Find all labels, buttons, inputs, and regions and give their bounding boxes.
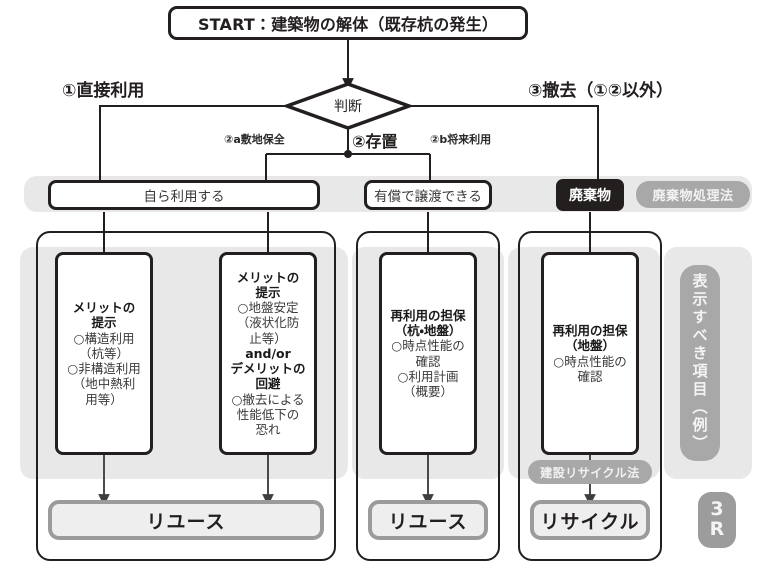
line: 提示 [91,315,117,331]
detail-box-merit-ground-text: メリットの 提示 ○地盤安定 （液状化防 止等） and/or デメリットの 回… [227,270,308,438]
badge-3r-line1: 3 [710,498,724,521]
line: メリットの [236,269,300,285]
result-recycle-right-label: リサイクル [540,510,640,533]
line: 恐れ [255,422,281,438]
line: ○非構造利用 [67,361,141,377]
branch-center-text: ②存置 [352,132,398,151]
line: （液状化防 [236,315,300,331]
result-reuse-left-label: リユース [146,510,226,533]
line: 止等） [249,330,287,346]
start-label: START：建築物の解体（既存杭の発生） [197,15,499,34]
line: and/or [245,345,291,361]
detail-box-reuse-pile-ground-text: 再利用の担保 （杭・地盤） ○時点性能の 確認 ○利用計画 （概要） [387,308,468,400]
branch-right-text: ③撤去（①②以外） [528,81,674,101]
badge-waste-law-label: 廃棄物処理法 [652,189,734,204]
badge-display-items-label: 表示すべき項目（例） [690,273,709,453]
detail-box-merit-ground: メリットの 提示 ○地盤安定 （液状化防 止等） and/or デメリットの 回… [219,252,317,455]
branch-center-b-text: ②b将来利用 [430,133,492,146]
start-box: START：建築物の解体（既存杭の発生） [168,6,528,40]
line: （地中熱利 [72,376,136,392]
mid-box-self-use-label: 自ら利用する [143,189,225,205]
mid-box-self-use: 自ら利用する [48,180,320,210]
badge-3r: 3 R [698,492,736,548]
detail-box-reuse-pile-ground: 再利用の担保 （杭・地盤） ○時点性能の 確認 ○利用計画 （概要） [379,252,477,455]
badge-recycle-law: 建設リサイクル法 [528,460,652,484]
detail-box-reuse-ground-text: 再利用の担保 （地盤） ○時点性能の 確認 [549,323,630,384]
branch-center-a-text: ②a敷地保全 [224,133,285,146]
result-reuse-center: リユース [368,500,488,540]
line: ○利用計画 [397,368,459,384]
line: （杭・地盤） [394,323,462,338]
badge-3r-line2: R [709,518,725,540]
mid-box-paid-transfer: 有償で譲渡できる [364,180,492,210]
branch-label-center-b: ②b将来利用 [430,131,491,147]
line: 再利用の担保 [390,307,466,323]
decision-label-wrap: 判断 [308,94,388,118]
line: ○撤去による [231,391,305,407]
mid-box-waste: 廃棄物 [556,179,624,211]
line: 回避 [255,376,281,392]
badge-recycle-law-label: 建設リサイクル法 [540,465,640,480]
line: メリットの [72,300,136,316]
mid-box-paid-transfer-label: 有償で譲渡できる [374,189,482,205]
detail-box-merit-structural-text: メリットの 提示 ○構造利用 （杭等） ○非構造利用 （地中熱利 用等） [64,300,143,407]
line: （杭等） [78,345,129,361]
branch-label-left: ①直接利用 [62,76,144,101]
branch-label-right: ③撤去（①②以外） [528,76,673,101]
line: 再利用の担保 [552,323,628,338]
frame-direct-use [36,231,336,561]
branch-label-center: ②存置 [352,128,398,152]
decision-label: 判断 [334,99,362,115]
line: （地盤） [564,338,615,354]
line: ○構造利用 [73,330,135,346]
line: 提示 [255,284,281,300]
line: ○時点性能の [553,353,627,369]
line: 確認 [415,353,441,369]
mid-box-waste-label: 廃棄物 [569,188,611,204]
detail-box-reuse-ground: 再利用の担保 （地盤） ○時点性能の 確認 [541,252,639,455]
line: 性能低下の [236,406,300,422]
badge-display-items: 表示すべき項目（例） [680,265,720,461]
line: デメリットの [230,361,306,377]
branch-label-center-a: ②a敷地保全 [224,131,285,147]
result-recycle-right: リサイクル [530,500,650,540]
branch-left-text: ①直接利用 [62,81,145,101]
result-reuse-left: リユース [48,500,324,540]
line: 確認 [577,368,603,384]
line: ○時点性能の [391,338,465,354]
line: （概要） [402,384,453,399]
line: ○地盤安定 [237,300,299,316]
result-reuse-center-label: リユース [388,510,468,533]
detail-box-merit-structural: メリットの 提示 ○構造利用 （杭等） ○非構造利用 （地中熱利 用等） [55,252,153,455]
line: 用等） [85,391,123,407]
badge-waste-law: 廃棄物処理法 [636,181,750,208]
